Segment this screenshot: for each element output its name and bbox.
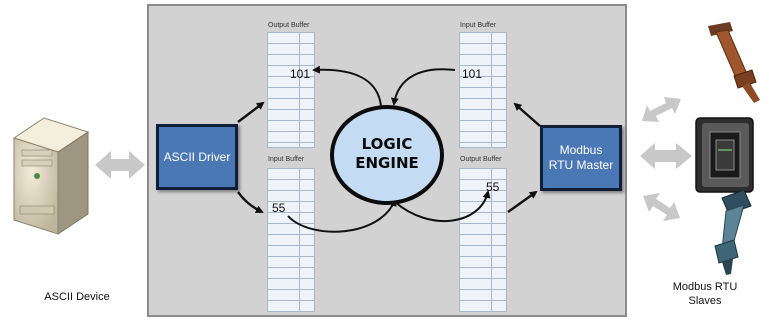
ascii-link-arrow: [95, 151, 145, 179]
slave-link-arrow-bottom: [643, 193, 680, 221]
left-input-buffer-label: Input Buffer: [268, 156, 305, 163]
scanner-icon: [695, 117, 754, 193]
ascii-device-label: ASCII Device: [44, 291, 110, 303]
slave-link-arrow-middle: [640, 143, 692, 169]
slaves-label-line1: Modbus RTU: [672, 281, 738, 293]
right-input-buffer-label: Input Buffer: [460, 22, 497, 29]
logic-engine-line1: LOGIC: [361, 135, 413, 153]
modbus-master-line2: RTU Master: [548, 158, 614, 172]
computer-tower-icon: [12, 117, 90, 235]
left-input-buffer-value: 55: [272, 201, 286, 215]
slaves-label: Modbus RTU Slaves: [650, 280, 760, 308]
modbus-master-box: Modbus RTU Master: [540, 125, 622, 191]
ascii-driver-label: ASCII Driver: [163, 149, 231, 164]
arrow-driver-to-output-buffer: [237, 101, 265, 123]
arrow-engine-to-left-output: [312, 65, 382, 107]
slaves-label-line2: Slaves: [688, 295, 722, 307]
logic-engine-label: LOGIC ENGINE: [336, 135, 438, 173]
arrow-engine-to-right-output: [394, 190, 491, 223]
ascii-driver-box: ASCII Driver: [156, 124, 238, 190]
left-output-buffer: [267, 32, 315, 148]
slave-link-arrow-top: [642, 97, 681, 122]
right-input-buffer-value: 101: [462, 67, 483, 81]
left-output-buffer-label: Output Buffer: [268, 22, 310, 29]
right-input-buffer: [459, 32, 507, 148]
valve-icon: [708, 22, 760, 103]
logic-engine-ellipse: [330, 105, 444, 205]
left-output-buffer-value: 101: [290, 67, 311, 81]
modbus-master-line1: Modbus: [559, 143, 603, 157]
arrow-right-input-to-engine: [390, 68, 456, 106]
arrow-driver-to-input-buffer: [237, 191, 264, 214]
arrow-output-buffer-to-master: [507, 190, 538, 213]
sensor-icon: [714, 189, 752, 275]
right-output-buffer-label: Output Buffer: [460, 156, 502, 163]
arrow-left-input-to-engine: [287, 198, 397, 233]
logic-engine-line2: ENGINE: [355, 154, 419, 172]
arrow-master-to-input-buffer: [513, 102, 541, 127]
left-input-buffer: [267, 168, 315, 312]
